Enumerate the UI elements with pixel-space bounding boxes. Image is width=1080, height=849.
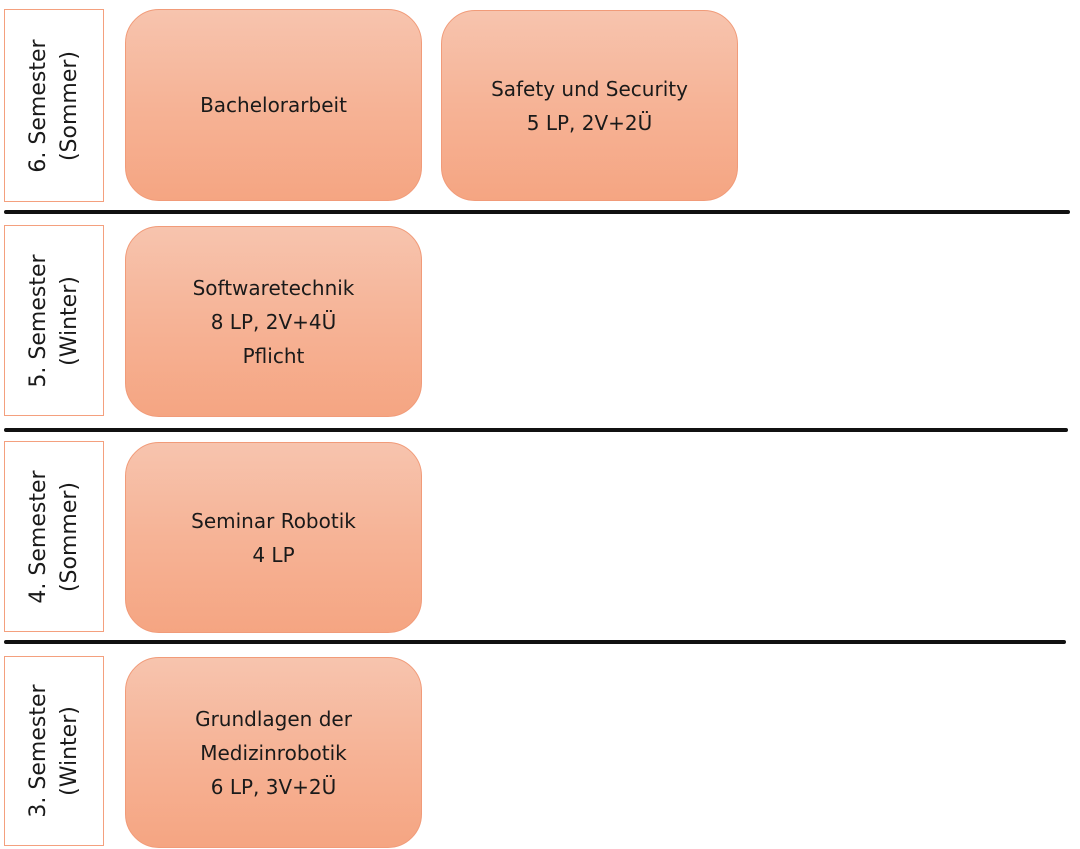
semester-label-season: (Winter)	[57, 706, 82, 796]
semester-divider	[4, 210, 1070, 214]
module-details: 8 LP, 2V+4Ü	[210, 309, 337, 334]
semester-label-season: (Sommer)	[57, 50, 82, 161]
semester-label-4: 4. Semester (Sommer)	[4, 441, 104, 632]
semester-row-5: 5. Semester (Winter) Softwaretechnik 8 L…	[0, 215, 1080, 430]
semester-label-3: 3. Semester (Winter)	[4, 656, 104, 846]
semester-label-title: 4. Semester	[26, 469, 51, 604]
semester-label-title: 6. Semester	[26, 38, 51, 173]
semester-label-title: 5. Semester	[26, 253, 51, 388]
semester-label-title: 3. Semester	[26, 684, 51, 818]
module-title: Safety und Security	[491, 76, 688, 101]
module-title: Bachelorarbeit	[200, 93, 347, 117]
module-seminar-robotik[interactable]: Seminar Robotik 4 LP	[125, 442, 422, 633]
module-grundlagen-der-medizinrobotik[interactable]: Grundlagen der Medizinrobotik 6 LP, 3V+2…	[125, 657, 422, 848]
semester-divider	[4, 428, 1068, 432]
module-requirement: Pflicht	[242, 343, 305, 368]
semester-row-3: 3. Semester (Winter) Grundlagen der Medi…	[0, 645, 1080, 849]
semester-row-4: 4. Semester (Sommer) Seminar Robotik 4 L…	[0, 433, 1080, 641]
module-softwaretechnik[interactable]: Softwaretechnik 8 LP, 2V+4Ü Pflicht	[125, 226, 422, 417]
semester-row-6: 6. Semester (Sommer) Bachelorarbeit Safe…	[0, 0, 1080, 212]
module-details: 6 LP, 3V+2Ü	[210, 774, 337, 799]
module-title: Softwaretechnik	[192, 275, 355, 300]
semester-divider	[4, 640, 1066, 644]
semester-label-5: 5. Semester (Winter)	[4, 225, 104, 416]
semester-label-season: (Sommer)	[57, 481, 82, 592]
module-safety-und-security[interactable]: Safety und Security 5 LP, 2V+2Ü	[441, 10, 738, 201]
module-details: 5 LP, 2V+2Ü	[526, 110, 653, 135]
semester-label-season: (Winter)	[57, 275, 82, 366]
module-title: Grundlagen der	[195, 706, 352, 731]
semester-label-6: 6. Semester (Sommer)	[4, 9, 104, 202]
module-title-continued: Medizinrobotik	[200, 740, 347, 765]
module-bachelorarbeit[interactable]: Bachelorarbeit	[125, 9, 422, 201]
module-title: Seminar Robotik	[191, 508, 356, 533]
module-details: 4 LP	[252, 542, 295, 567]
